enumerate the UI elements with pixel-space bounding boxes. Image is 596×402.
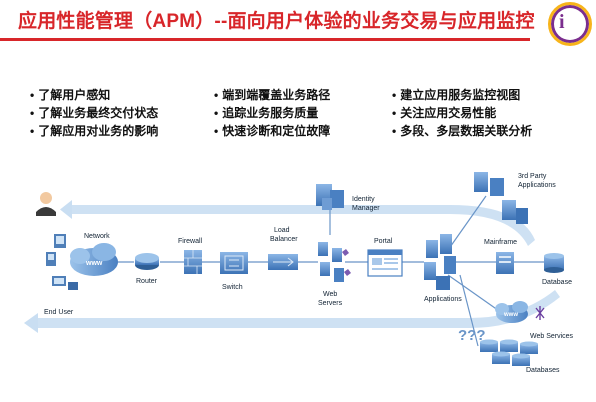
portal-label: Portal <box>374 238 393 245</box>
flow-arrow-top <box>60 200 535 246</box>
router-icon <box>135 253 159 270</box>
router-label: Router <box>136 278 158 285</box>
web-services-www-label: www <box>503 312 518 318</box>
databases-stack-icon <box>480 339 538 366</box>
bullet-item: •关注应用交易性能 <box>392 106 497 120</box>
bullet-column-path: •端到端覆盖业务路径 •追踪业务服务质量 •快速诊断和定位故障 <box>214 86 330 140</box>
web-servers-label-1: Web <box>323 291 337 298</box>
web-services-cloud-icon <box>495 301 545 323</box>
logo-icon: i <box>548 2 592 46</box>
load-balancer-label-2: Balancer <box>270 236 298 243</box>
connection-lines <box>110 195 544 347</box>
switch-label: Switch <box>222 284 243 291</box>
databases-label: Databases <box>526 367 560 374</box>
bullet-item: •了解业务最终交付状态 <box>30 106 159 120</box>
flow-arrow-bottom <box>24 290 560 333</box>
bullet-item: •端到端覆盖业务路径 <box>214 88 331 102</box>
switch-icon <box>220 252 248 274</box>
page-title: 应用性能管理（APM）--面向用户体验的业务交易与应用监控 <box>18 11 535 32</box>
bullet-item: •快速诊断和定位故障 <box>214 124 331 138</box>
identity-manager-label-2: Manager <box>352 205 380 212</box>
identity-manager-label-1: Identity <box>352 196 375 203</box>
title-underline <box>0 38 530 41</box>
identity-manager-server-icon <box>316 184 344 210</box>
applications-label: Applications <box>424 296 462 303</box>
bullet-item: •追踪业务服务质量 <box>214 106 319 120</box>
architecture-diagram: www Network End User Router Fi <box>24 172 574 374</box>
portal-window-icon <box>367 249 403 277</box>
bullet-column-app: •建立应用服务监控视图 •关注应用交易性能 •多段、多层数据关联分析 <box>392 86 532 140</box>
end-user-label: End User <box>44 309 74 316</box>
desktop-computer-icon <box>46 234 78 290</box>
bullet-item: •了解用户感知 <box>30 88 111 102</box>
third-party-label-2: Applications <box>518 182 556 189</box>
bullet-item: •建立应用服务监控视图 <box>392 88 521 102</box>
load-balancer-icon <box>268 254 298 270</box>
database-label: Database <box>542 279 572 286</box>
bullet-item: •了解应用对业务的影响 <box>30 124 159 138</box>
web-servers-label-2: Servers <box>318 300 343 307</box>
network-label: Network <box>84 233 110 240</box>
web-servers-icon <box>318 242 351 282</box>
database-icon <box>544 253 564 273</box>
logo-mark: i <box>559 11 565 33</box>
load-balancer-label-1: Load <box>274 227 290 234</box>
network-cloud-icon <box>70 243 118 276</box>
firewall-icon <box>184 250 202 274</box>
applications-servers-icon <box>424 234 456 290</box>
mainframe-label: Mainframe <box>484 239 517 246</box>
question-marks: ??? <box>458 327 486 344</box>
firewall-label: Firewall <box>178 238 203 245</box>
bullet-column-user: •了解用户感知 •了解业务最终交付状态 •了解应用对业务的影响 <box>30 86 158 140</box>
web-services-label: Web Services <box>530 333 574 340</box>
third-party-servers-icon <box>474 172 528 224</box>
mainframe-icon <box>496 252 514 274</box>
user-avatar-icon <box>36 192 56 216</box>
www-label: www <box>85 260 103 267</box>
third-party-label-1: 3rd Party <box>518 173 547 180</box>
bullet-item: •多段、多层数据关联分析 <box>392 124 533 138</box>
